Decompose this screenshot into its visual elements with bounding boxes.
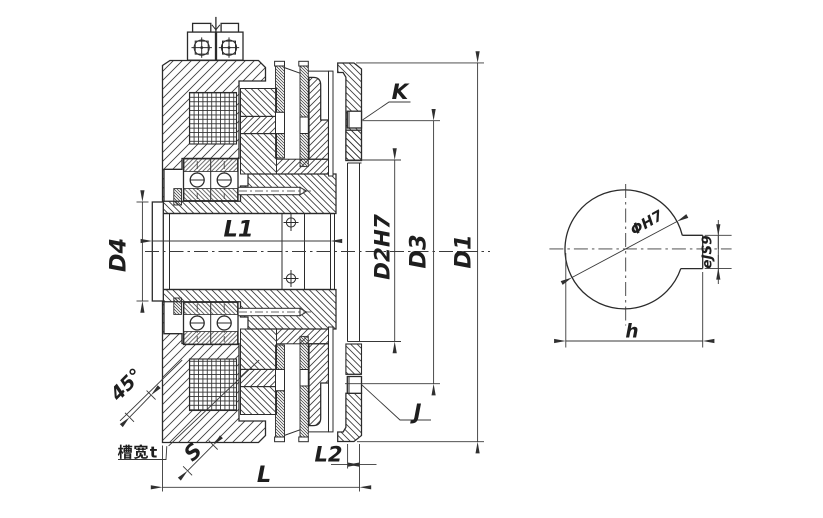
set-screw-bottom <box>283 270 299 287</box>
side-view: ΦH7 eJS9 h <box>549 184 732 348</box>
leader-k: K <box>362 80 411 121</box>
dim-l2: L2 <box>315 443 377 469</box>
dimensions: D4 L1 D2H7 D3 D1 <box>106 51 484 492</box>
coil-winding <box>188 91 238 412</box>
drive-pin-bottom <box>237 307 311 317</box>
terminal-screw-right <box>218 37 240 58</box>
ball-bearing-bottom <box>182 301 239 346</box>
hub <box>151 173 337 330</box>
dim-d3: D3 <box>345 108 440 396</box>
dim-d1: D1 <box>356 51 484 454</box>
dim-l1: L1 <box>140 217 343 244</box>
terminal-screw-left <box>191 37 212 58</box>
leader-j: J <box>361 384 431 424</box>
dim-key-width: eJS9 <box>700 220 732 284</box>
label-d3: D3 <box>406 234 432 268</box>
armature <box>240 88 277 416</box>
label-d4: D4 <box>106 238 132 272</box>
label-key-width: eJS9 <box>700 235 716 268</box>
label-l: L <box>257 462 271 488</box>
disc-carrier <box>276 70 334 433</box>
seal-rings <box>173 188 182 315</box>
main-view: D4 L1 D2H7 D3 D1 <box>106 16 490 492</box>
dim-bore-dia: ΦH7 <box>560 208 689 285</box>
label-key-height: h <box>625 322 638 343</box>
label-l2: L2 <box>315 443 343 467</box>
drive-pin-top <box>237 186 311 196</box>
label-d1: D1 <box>451 234 477 268</box>
label-bore-dia: ΦH7 <box>628 208 667 240</box>
glyph-t <box>150 446 157 458</box>
dim-key-height: h <box>554 253 715 348</box>
dim-l: L <box>150 444 372 492</box>
terminal-box <box>186 16 244 61</box>
dim-d4: D4 <box>106 190 149 313</box>
leader-slot-width: 槽宽t <box>117 444 168 460</box>
label-d2h7: D2H7 <box>371 214 396 280</box>
label-k: K <box>392 80 410 105</box>
slot-width-glyphs <box>117 444 157 460</box>
bore-circle <box>564 189 704 310</box>
rotor <box>337 62 363 443</box>
cjk-glyph-kuan <box>133 444 149 460</box>
cjk-glyph-cao <box>117 444 133 459</box>
dim-d2h7: D2H7 <box>347 148 401 354</box>
ball-bearing-top <box>182 157 239 202</box>
set-screw-top <box>283 214 299 231</box>
label-l1: L1 <box>224 217 254 243</box>
